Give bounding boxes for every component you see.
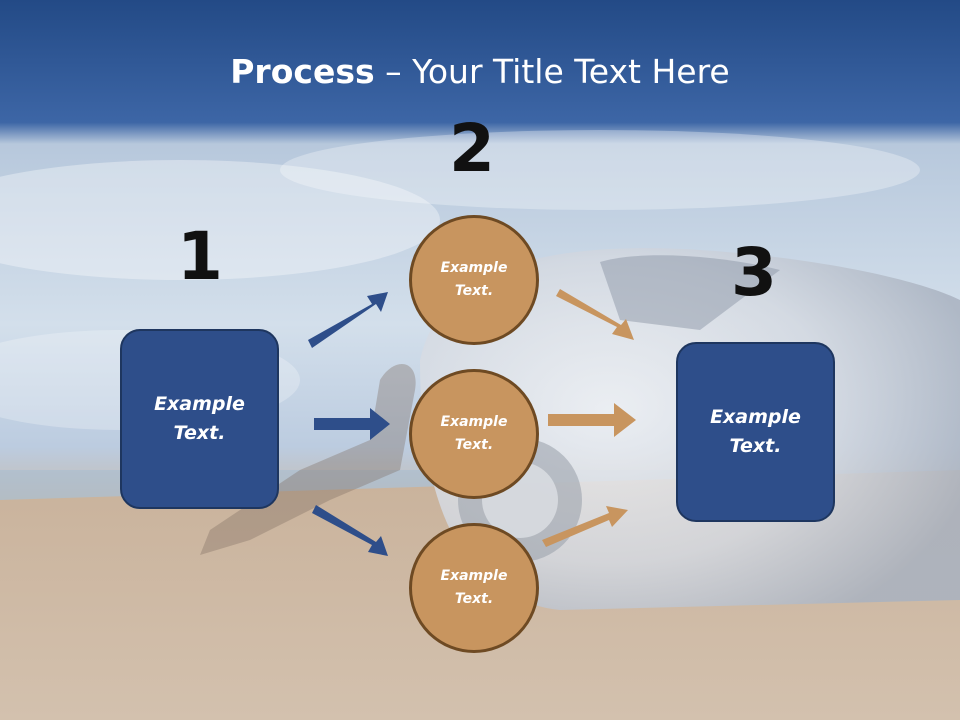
- circle-middle-text: Example Text.: [440, 414, 508, 453]
- step-number-2: 2: [449, 110, 495, 187]
- left-box: Example Text.: [120, 329, 279, 509]
- process-circle-middle: Example Text.: [409, 369, 539, 499]
- right-box: Example Text.: [676, 342, 835, 522]
- arrow-blue-up-icon: [308, 292, 388, 348]
- circle-bottom-text: Example Text.: [440, 568, 508, 607]
- arrow-tan-up-icon: [542, 506, 628, 547]
- arrow-blue-down-icon: [312, 505, 388, 556]
- process-circle-bottom: Example Text.: [409, 523, 539, 653]
- arrow-tan-down-icon: [556, 289, 634, 340]
- step-number-3: 3: [731, 234, 777, 311]
- slide-title: Process – Your Title Text Here: [0, 52, 960, 91]
- left-box-text: Example Text.: [154, 393, 245, 444]
- right-box-text: Example Text.: [710, 406, 801, 457]
- arrow-blue-right-icon: [314, 408, 390, 440]
- step-number-1: 1: [177, 218, 223, 295]
- arrow-tan-right-icon: [548, 403, 636, 437]
- title-bold: Process: [230, 52, 375, 91]
- title-rest: – Your Title Text Here: [374, 52, 730, 91]
- process-circle-top: Example Text.: [409, 215, 539, 345]
- circle-top-text: Example Text.: [440, 260, 508, 299]
